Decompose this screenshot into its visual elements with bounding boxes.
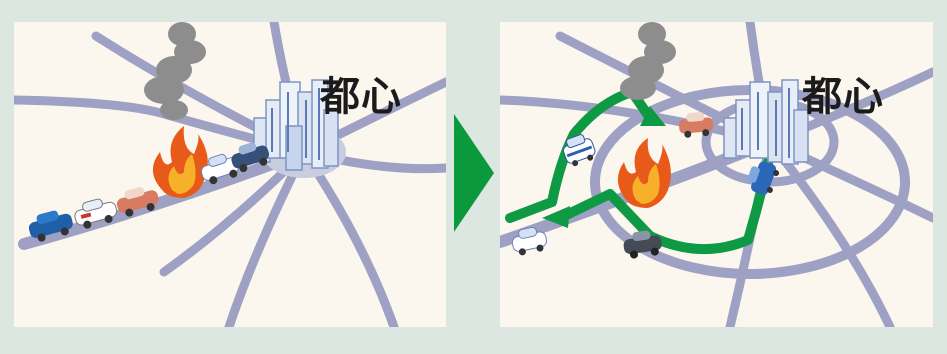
road-southeast	[299, 147, 399, 327]
car-icon	[562, 134, 596, 167]
car-icon	[116, 187, 159, 217]
road-southeast	[765, 137, 895, 327]
car-icon	[231, 142, 270, 173]
smoke-icon	[144, 22, 206, 120]
arrowhead-north	[640, 106, 666, 126]
car-icon	[678, 112, 714, 138]
car-icon	[28, 210, 73, 242]
arrowhead-west	[542, 206, 570, 228]
fire-icon	[152, 126, 208, 198]
detour-north	[505, 87, 655, 223]
car-icon	[747, 161, 780, 195]
city-center-label: 都心	[802, 74, 884, 120]
smoke-icon	[620, 22, 676, 100]
fire-icon	[617, 138, 671, 208]
before-map	[14, 22, 446, 327]
building-cluster-icon	[723, 79, 809, 165]
right-arrow-icon	[454, 114, 494, 232]
city-center-label: 都心	[320, 74, 402, 120]
before-panel: 都心	[14, 22, 446, 327]
car-queue	[28, 142, 270, 242]
after-map	[500, 22, 933, 327]
car-icon	[623, 230, 662, 259]
car-icon	[511, 226, 548, 256]
building-cluster-icon	[253, 79, 339, 171]
after-panel: 都心	[500, 22, 933, 327]
car-icon	[74, 198, 118, 229]
car-icon	[200, 153, 240, 185]
